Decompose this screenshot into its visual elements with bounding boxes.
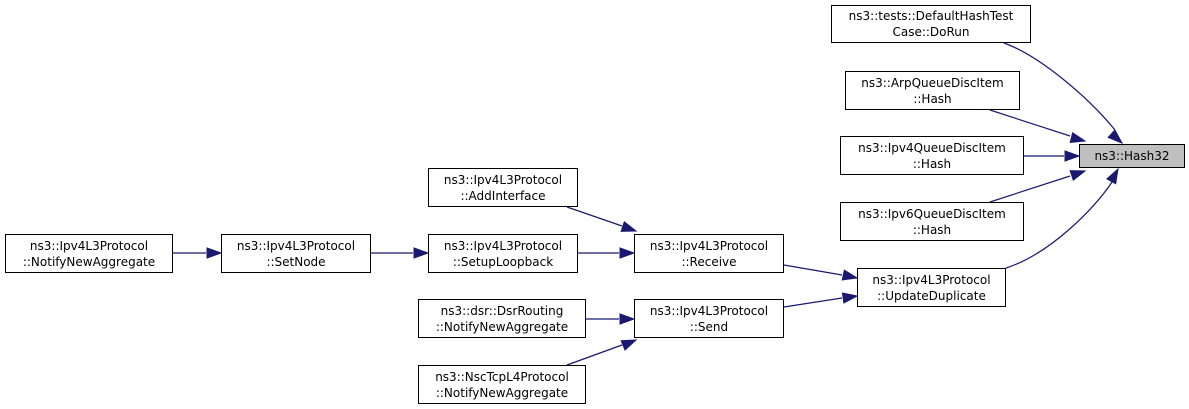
node-ipv4l3protocol-setnode[interactable]: ns3::Ipv4L3Protocol::SetNode	[221, 234, 371, 273]
arrowhead-icon	[841, 292, 859, 304]
arrowhead-icon	[1069, 170, 1087, 182]
node-label-line: Case::DoRun	[892, 25, 970, 39]
node-label-line: ::Hash	[913, 91, 952, 106]
node-label-line: ::UpdateDuplicate	[877, 288, 986, 303]
node-label-line: ::Hash	[912, 156, 952, 171]
edge-ipv4queue-to-hash32	[1024, 150, 1081, 162]
node-label-line: ::NotifyNewAggregate	[435, 319, 569, 334]
node-label-line: ::Hash	[912, 222, 952, 237]
node-label-line: ns3::Ipv6QueueDiscItem	[858, 206, 1006, 221]
arrowhead-icon	[619, 313, 636, 325]
edge-arpqueue-to-hash32	[989, 109, 1087, 144]
node-ipv4l3protocol-setuploopback[interactable]: ns3::Ipv4L3Protocol::SetupLoopback	[428, 234, 578, 273]
node-label-line: ns3::Ipv4L3Protocol	[649, 303, 769, 318]
node-label-line: ns3::Hash32	[1094, 149, 1170, 163]
node-ipv6-queue-disc-item-hash[interactable]: ns3::Ipv6QueueDiscItem::Hash	[840, 202, 1024, 241]
node-label-line: ns3::ArpQueueDiscItem	[861, 75, 1004, 90]
edge-line	[566, 344, 623, 366]
arrowhead-icon	[1106, 167, 1119, 185]
edge-line	[566, 206, 623, 227]
node-ipv4l3protocol-notifynewaggregate[interactable]: ns3::Ipv4L3Protocol::NotifyNewAggregate	[5, 234, 173, 273]
arrowhead-icon	[619, 247, 636, 259]
edge-dsrnotify-to-send	[586, 313, 636, 325]
node-label-line: ::SetNode	[266, 254, 326, 269]
edge-updateduplicate-to-hash32	[1005, 167, 1119, 269]
node-ipv4l3protocol-updateduplicate[interactable]: ns3::Ipv4L3Protocol::UpdateDuplicate	[857, 268, 1006, 307]
edge-ipv4notify-to-setnode	[173, 247, 223, 259]
edge-line	[1005, 181, 1113, 269]
node-label-line: ns3::NscTcpL4Protocol	[435, 369, 569, 384]
arrowhead-icon	[620, 220, 638, 232]
node-nsctcpl4protocol-notifynewaggregate[interactable]: ns3::NscTcpL4Protocol::NotifyNewAggregat…	[418, 365, 586, 404]
arrowhead-icon	[413, 247, 430, 259]
edge-line	[989, 175, 1071, 203]
node-label-line: ::NotifyNewAggregate	[22, 254, 156, 269]
arrowhead-icon	[206, 247, 223, 259]
node-label-line: ::AddInterface	[460, 188, 546, 203]
node-ipv4l3protocol-addinterface[interactable]: ns3::Ipv4L3Protocol::AddInterface	[428, 168, 578, 207]
node-arp-queue-disc-item-hash[interactable]: ns3::ArpQueueDiscItem::Hash	[845, 71, 1020, 110]
node-label-line: ns3::Ipv4L3Protocol	[872, 272, 991, 287]
node-label-line: ::Receive	[681, 254, 737, 269]
node-label-line: ::Send	[689, 319, 729, 334]
edge-setuploopback-to-receive	[578, 247, 636, 259]
arrowhead-icon	[1064, 150, 1081, 162]
node-label-line: ns3::Ipv4L3Protocol	[236, 238, 356, 253]
edge-line	[1003, 42, 1116, 131]
edge-addinterface-to-receive	[566, 206, 638, 232]
edge-line	[783, 297, 843, 308]
edge-ipv6queue-to-hash32	[989, 170, 1087, 203]
arrowhead-icon	[620, 339, 638, 351]
node-ipv4l3protocol-send[interactable]: ns3::Ipv4L3Protocol::Send	[634, 299, 784, 338]
edge-line	[783, 264, 843, 276]
node-label-line: ::NotifyNewAggregate	[435, 385, 569, 400]
arrowhead-icon	[1107, 129, 1124, 144]
node-label-line: ns3::Ipv4L3Protocol	[29, 238, 149, 253]
node-label-line: ns3::Ipv4L3Protocol	[443, 238, 563, 253]
node-label-line: ns3::tests::DefaultHashTest	[848, 9, 1014, 23]
node-hash32[interactable]: ns3::Hash32	[1079, 144, 1185, 168]
node-label-line: ::SetupLoopback	[452, 254, 554, 269]
node-ipv4-queue-disc-item-hash[interactable]: ns3::Ipv4QueueDiscItem::Hash	[840, 136, 1024, 175]
node-dsrrouting-notifynewaggregate[interactable]: ns3::dsr::DsrRouting::NotifyNewAggregate	[418, 299, 586, 338]
node-label-line: ns3::Ipv4QueueDiscItem	[858, 140, 1006, 155]
edge-line	[989, 109, 1071, 137]
node-label-line: ns3::Ipv4L3Protocol	[649, 238, 769, 253]
edge-send-to-updateduplicate	[783, 292, 859, 308]
edge-setnode-to-setuploopback	[371, 247, 430, 259]
edge-receive-to-updateduplicate	[783, 264, 859, 281]
edge-defaulthashtest-to-hash32	[1003, 42, 1124, 144]
arrowhead-icon	[841, 269, 859, 281]
node-label-line: ns3::Ipv4L3Protocol	[443, 172, 563, 187]
node-ipv4l3protocol-receive[interactable]: ns3::Ipv4L3Protocol::Receive	[634, 234, 784, 273]
arrowhead-icon	[1069, 131, 1087, 144]
edge-nscnotify-to-send	[566, 339, 638, 366]
node-label-line: ns3::dsr::DsrRouting	[440, 303, 564, 318]
